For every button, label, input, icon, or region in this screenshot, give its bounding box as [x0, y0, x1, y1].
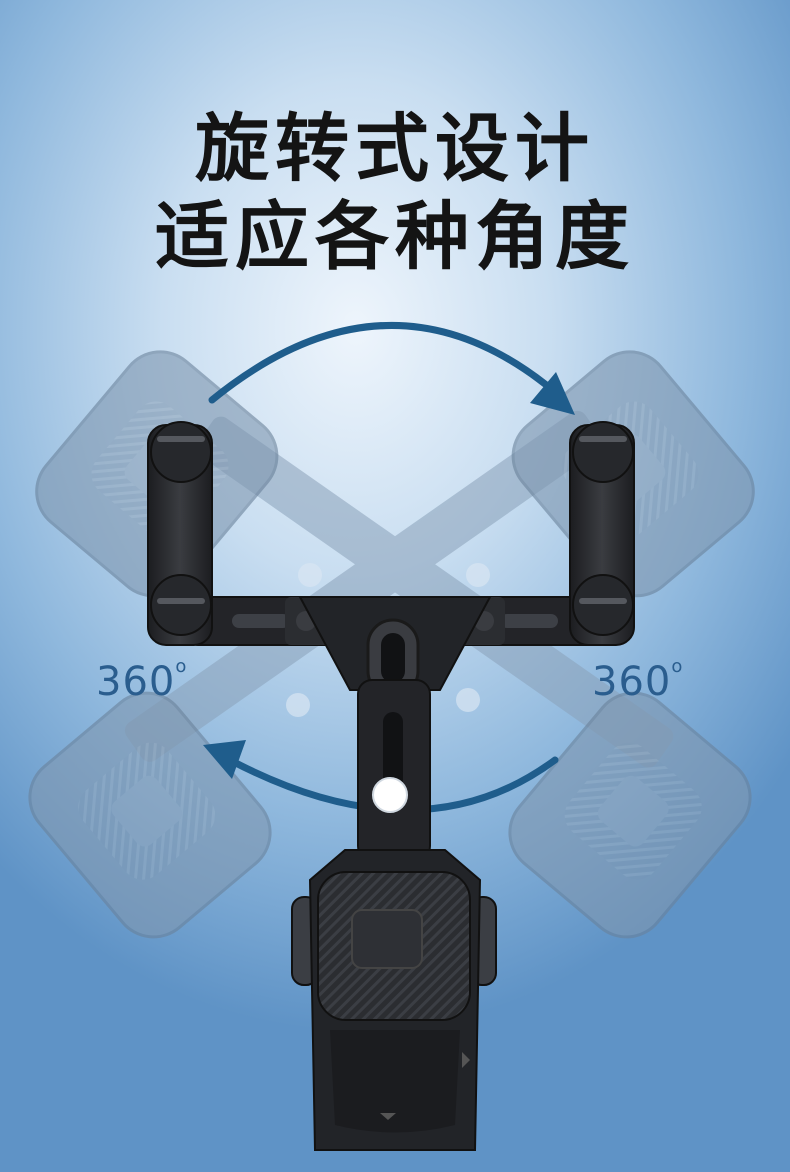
phone-holder-main — [291, 849, 497, 1151]
ghost-arms — [124, 410, 674, 768]
rotation-label-right: 360o — [592, 658, 683, 705]
degree-symbol-right: o — [671, 656, 684, 677]
center-hub — [298, 596, 492, 698]
ghost-holder-bottom-right — [508, 691, 752, 939]
rotation-value-left: 360 — [96, 659, 176, 705]
headline-line-1: 旋转式设计 — [195, 106, 595, 192]
rotation-label-left: 360o — [96, 658, 187, 705]
degree-symbol-left: o — [175, 656, 188, 677]
mirror-clamp-right — [569, 421, 635, 646]
rotation-arrow-top — [208, 321, 575, 415]
ghost-joint-holes — [286, 563, 490, 717]
rotation-value-right: 360 — [592, 659, 672, 705]
ghost-holder-bottom-left — [28, 691, 272, 939]
vertical-arm — [357, 679, 431, 861]
mirror-clamp-left — [147, 421, 213, 646]
headline-line-2: 适应各种角度 — [155, 194, 635, 280]
